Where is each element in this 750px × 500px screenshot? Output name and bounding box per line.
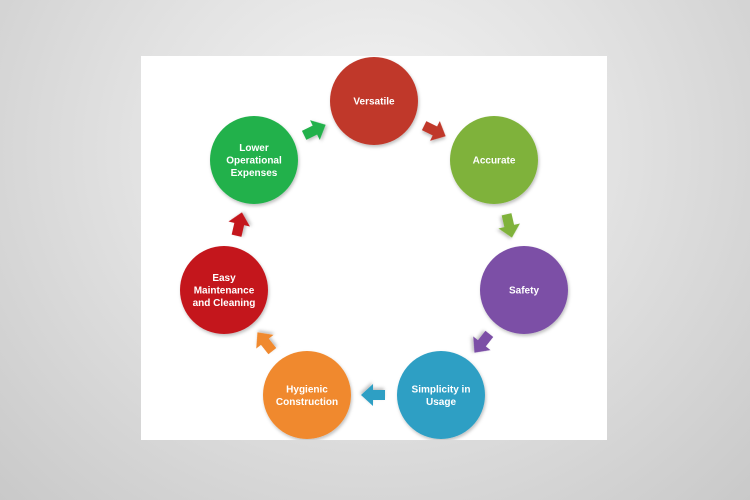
arrow-lower-expenses-to-versatile: [301, 120, 326, 140]
node-label: Versatile: [353, 97, 395, 108]
arrow-accurate-to-safety: [498, 213, 520, 238]
node-circle: [450, 116, 538, 204]
node-safety: Safety: [480, 246, 568, 334]
arrow-safety-to-simplicity: [473, 330, 494, 353]
node-label: Accurate: [473, 156, 516, 167]
node-circle: [210, 116, 298, 204]
node-label: Safety: [509, 286, 539, 297]
node-circle: [397, 351, 485, 439]
arrow-easy-maintenance-to-lower-expenses: [228, 212, 250, 237]
arrow-simplicity-to-hygienic: [361, 384, 385, 406]
node-versatile: Versatile: [330, 57, 418, 145]
node-circle: [180, 246, 268, 334]
arrow-versatile-to-accurate: [421, 121, 446, 141]
node-circle: [330, 57, 418, 145]
node-circle: [263, 351, 351, 439]
node-circle: [480, 246, 568, 334]
arrow-hygienic-to-easy-maintenance: [256, 332, 277, 355]
node-accurate: Accurate: [450, 116, 538, 204]
